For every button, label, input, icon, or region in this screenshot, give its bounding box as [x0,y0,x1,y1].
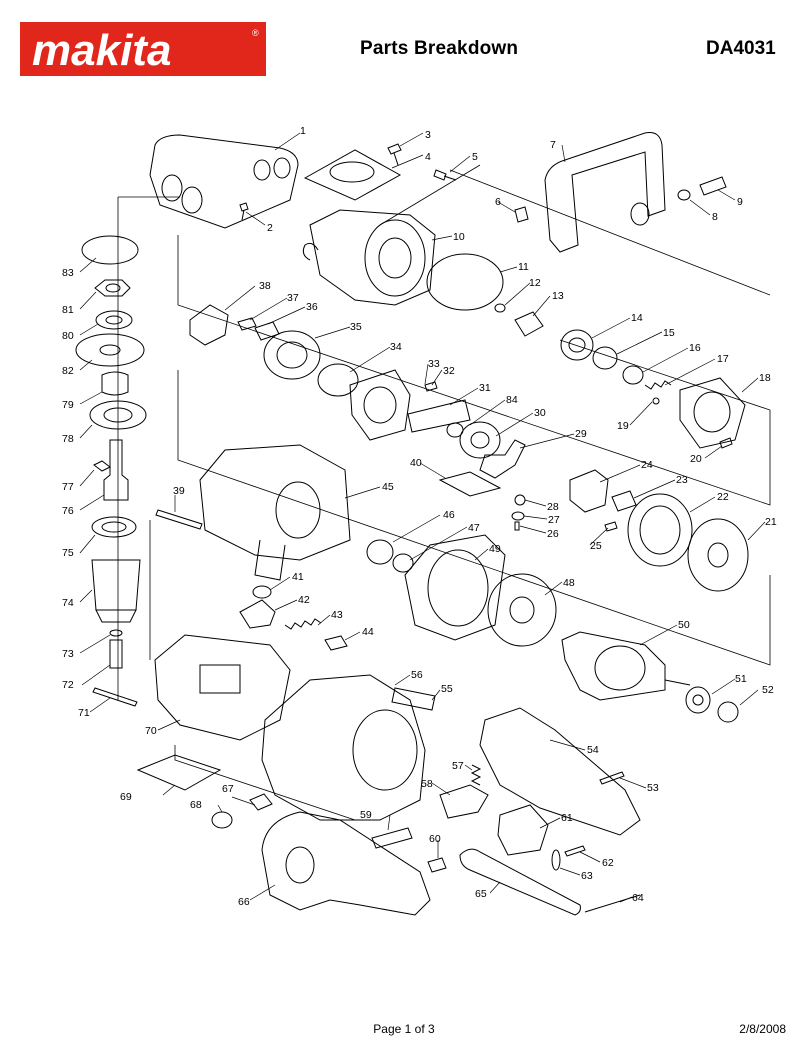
part-label-13: 13 [552,290,564,302]
part-label-4: 4 [425,151,431,163]
part-label-12: 12 [529,277,541,289]
part-label-63: 63 [581,870,593,882]
part-label-47: 47 [468,522,480,534]
part-label-41: 41 [292,571,304,583]
part-label-49: 49 [489,543,501,555]
part-label-78: 78 [62,433,74,445]
part-label-48: 48 [563,577,575,589]
part-label-84: 84 [506,394,518,406]
part-label-76: 76 [62,505,74,517]
part-label-43: 43 [331,609,343,621]
part-label-23: 23 [676,474,688,486]
part-label-53: 53 [647,782,659,794]
part-label-40: 40 [410,457,422,469]
part-label-7: 7 [550,139,556,151]
part-label-58: 58 [421,778,433,790]
part-label-37: 37 [287,292,299,304]
part-label-31: 31 [479,382,491,394]
part-label-1: 1 [300,125,306,137]
part-label-74: 74 [62,597,74,609]
part-label-66: 66 [238,896,250,908]
part-label-39: 39 [173,485,185,497]
part-label-25: 25 [590,540,602,552]
part-label-68: 68 [190,799,202,811]
logo-background [20,22,266,76]
part-label-2: 2 [267,222,273,234]
page-number: Page 1 of 3 [373,1022,435,1036]
part-label-14: 14 [631,312,643,324]
part-label-54: 54 [587,744,599,756]
part-label-46: 46 [443,509,455,521]
part-label-57: 57 [452,760,464,772]
part-label-52: 52 [762,684,774,696]
part-label-11: 11 [518,261,529,273]
part-label-29: 29 [575,428,587,440]
part-label-73: 73 [62,648,74,660]
part-label-62: 62 [602,857,614,869]
part-label-19: 19 [617,420,629,432]
part-label-50: 50 [678,619,690,631]
part-label-9: 9 [737,196,743,208]
part-label-59: 59 [360,809,372,821]
part-label-28: 28 [547,501,559,513]
part-label-16: 16 [689,342,701,354]
part-label-30: 30 [534,407,546,419]
part-label-8: 8 [712,211,718,223]
part-label-64: 64 [632,892,644,904]
part-label-3: 3 [425,129,431,141]
part-label-82: 82 [62,365,74,377]
part-label-44: 44 [362,626,374,638]
part-label-45: 45 [382,481,394,493]
part-label-75: 75 [62,547,74,559]
part-label-60: 60 [429,833,441,845]
part-label-10: 10 [453,231,465,243]
part-label-55: 55 [441,683,453,695]
part-label-69: 69 [120,791,132,803]
model-number: DA4031 [706,38,776,59]
part-label-71: 71 [78,707,90,719]
part-label-35: 35 [350,321,362,333]
part-label-5: 5 [472,151,478,163]
part-label-61: 61 [561,812,573,824]
part-label-51: 51 [735,673,747,685]
page-title: Parts Breakdown [360,38,519,59]
document-date: 2/8/2008 [739,1022,786,1036]
makita-logo: makita ® [20,22,266,76]
part-label-83: 83 [62,267,74,279]
part-label-72: 72 [62,679,74,691]
part-label-77: 77 [62,481,74,493]
part-label-24: 24 [641,459,653,471]
part-label-81: 81 [62,304,74,316]
part-label-15: 15 [663,327,675,339]
part-label-70: 70 [145,725,157,737]
part-label-22: 22 [717,491,729,503]
part-label-79: 79 [62,399,74,411]
part-label-80: 80 [62,330,74,342]
part-label-6: 6 [495,196,501,208]
part-label-34: 34 [390,341,402,353]
part-label-18: 18 [759,372,771,384]
parts-diagram: 1 2 3 4 5 6 7 8 9 10 11 12 13 14 15 16 1… [62,125,777,916]
part-label-21: 21 [765,516,777,528]
part-label-36: 36 [306,301,318,313]
part-label-56: 56 [411,669,423,681]
logo-wordmark: makita [32,26,171,75]
part-label-38: 38 [259,280,271,292]
part-label-33: 33 [428,358,440,370]
part-label-67: 67 [222,783,234,795]
part-label-65: 65 [475,888,487,900]
part-label-42: 42 [298,594,310,606]
part-label-17: 17 [717,353,729,365]
part-label-20: 20 [690,453,702,465]
part-label-32: 32 [443,365,455,377]
logo-registered-mark: ® [252,28,259,38]
part-label-27: 27 [548,514,560,526]
part-label-26: 26 [547,528,559,540]
